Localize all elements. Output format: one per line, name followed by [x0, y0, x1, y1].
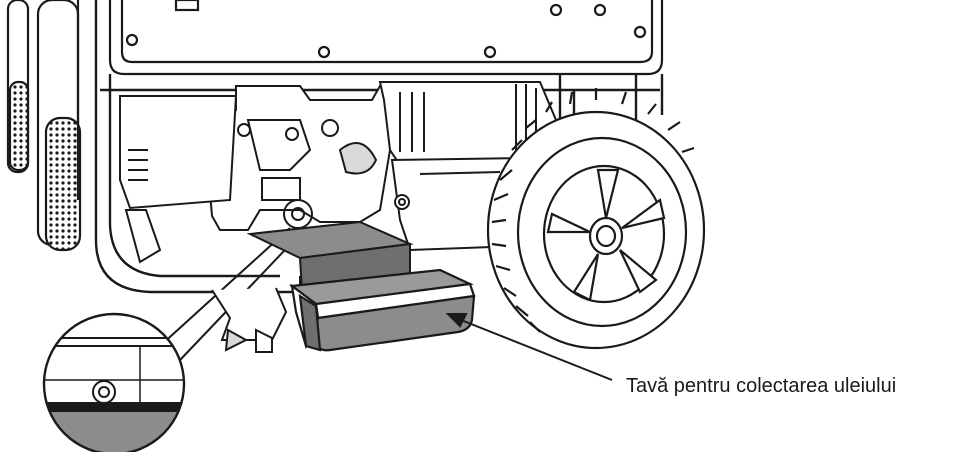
wheel: [486, 88, 706, 350]
stand-foot: [211, 276, 301, 353]
control-panel: [108, 0, 664, 76]
zoom-inset: [42, 312, 186, 452]
frame-tubes: [6, 0, 82, 252]
drain-bolt-zoom: [92, 380, 116, 404]
upper-tray: [246, 220, 414, 292]
engine: [119, 85, 421, 264]
oil-collection-tray: [289, 268, 476, 352]
callout-arrow: [445, 313, 613, 381]
oil-tray-label: Tavă pentru colectarea uleiului: [626, 375, 897, 397]
